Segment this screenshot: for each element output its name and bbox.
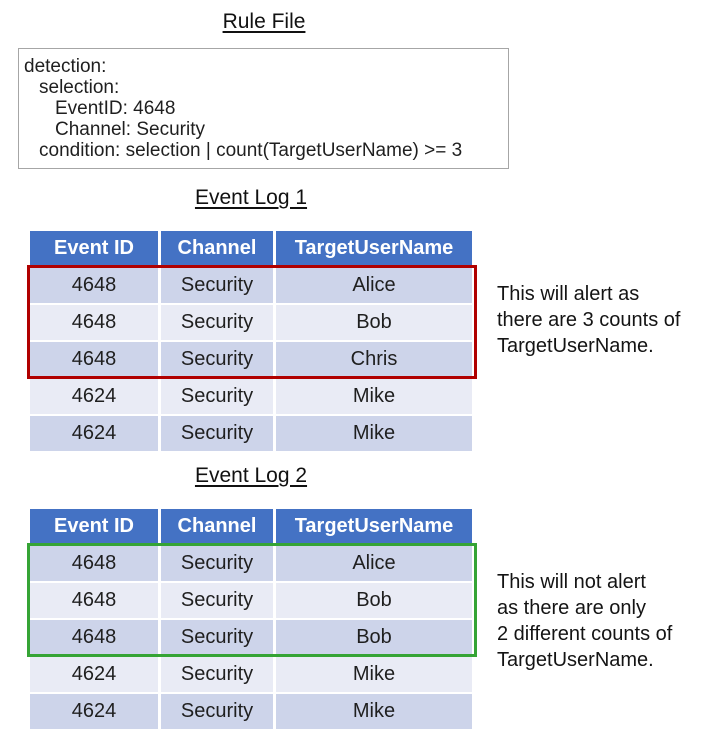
table-cell: Security: [161, 620, 273, 655]
column-header-event-id: Event ID: [30, 509, 158, 544]
table-cell: Bob: [276, 305, 472, 340]
rule-line: detection:: [24, 56, 107, 77]
rule-line: condition: selection | count(TargetUserN…: [39, 140, 463, 161]
event-log-2-table: Event ID Channel TargetUserName 4648 Sec…: [30, 509, 472, 729]
table-cell: 4648: [30, 268, 158, 303]
table-cell: 4648: [30, 546, 158, 581]
table-cell: Alice: [276, 546, 472, 581]
rule-line: Channel: Security: [55, 119, 205, 140]
table-cell: Mike: [276, 379, 472, 414]
table-cell: Security: [161, 342, 273, 377]
table-cell: Bob: [276, 620, 472, 655]
column-header-targetusername: TargetUserName: [276, 509, 472, 544]
column-header-event-id: Event ID: [30, 231, 158, 266]
column-header-channel: Channel: [161, 509, 273, 544]
rule-line: EventID: 4648: [55, 98, 176, 119]
table-cell: Security: [161, 416, 273, 451]
event-log-2-title: Event Log 2: [194, 464, 308, 487]
table-cell: Security: [161, 546, 273, 581]
table-cell: Security: [161, 583, 273, 618]
rule-line: selection:: [39, 77, 120, 98]
table-cell: Mike: [276, 416, 472, 451]
event-log-1-table: Event ID Channel TargetUserName 4648 Sec…: [30, 231, 472, 451]
table-cell: Security: [161, 657, 273, 692]
table-cell: Security: [161, 305, 273, 340]
event-log-1-annotation: This will alert as there are 3 counts of…: [497, 283, 681, 357]
table-cell: Mike: [276, 694, 472, 729]
table-cell: 4624: [30, 657, 158, 692]
table-cell: Alice: [276, 268, 472, 303]
rule-file-code-box: detection: selection: EventID: 4648 Chan…: [18, 48, 509, 169]
table-cell: 4624: [30, 694, 158, 729]
table-cell: 4648: [30, 305, 158, 340]
table-cell: Security: [161, 379, 273, 414]
table-cell: Bob: [276, 583, 472, 618]
table-cell: Mike: [276, 657, 472, 692]
table-cell: 4648: [30, 620, 158, 655]
table-cell: 4624: [30, 379, 158, 414]
table-cell: Security: [161, 268, 273, 303]
table-cell: Security: [161, 694, 273, 729]
column-header-targetusername: TargetUserName: [276, 231, 472, 266]
event-log-1-title: Event Log 1: [194, 186, 308, 209]
event-log-2-annotation: This will not alert as there are only 2 …: [497, 571, 673, 671]
rule-file-title: Rule File: [222, 10, 306, 33]
table-cell: 4648: [30, 342, 158, 377]
table-cell: 4648: [30, 583, 158, 618]
table-cell: Chris: [276, 342, 472, 377]
table-cell: 4624: [30, 416, 158, 451]
column-header-channel: Channel: [161, 231, 273, 266]
